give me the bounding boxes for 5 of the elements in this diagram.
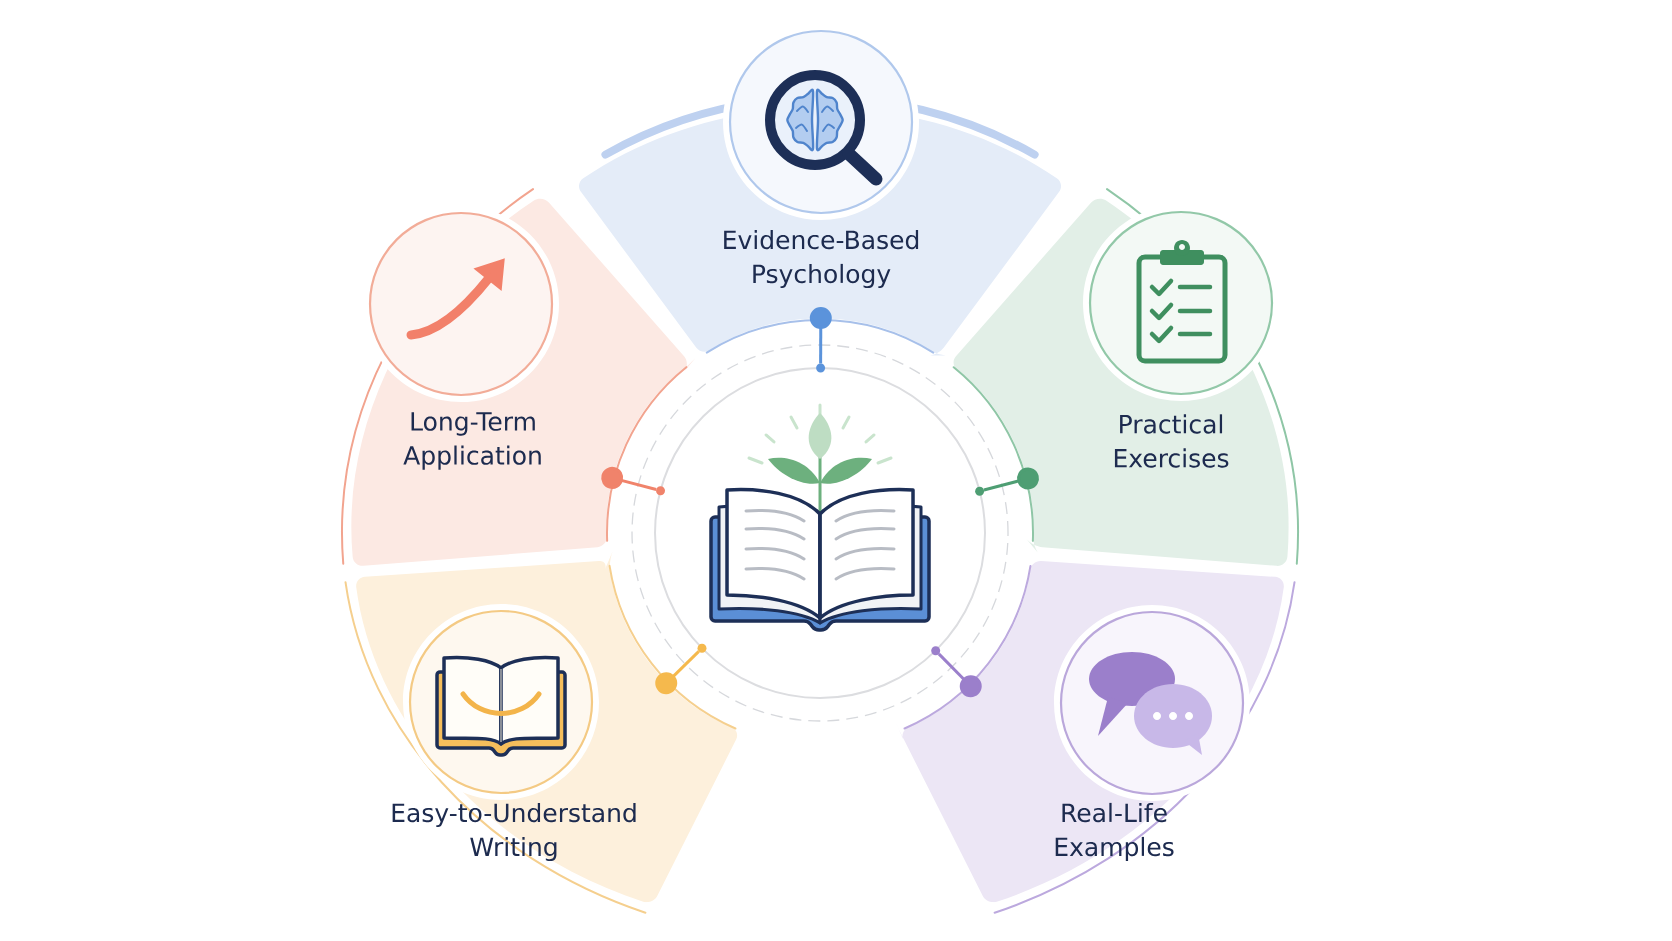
connector [983,467,1039,492]
connector [601,466,657,491]
connector [937,652,982,698]
connector [809,307,832,364]
connector [655,650,700,695]
